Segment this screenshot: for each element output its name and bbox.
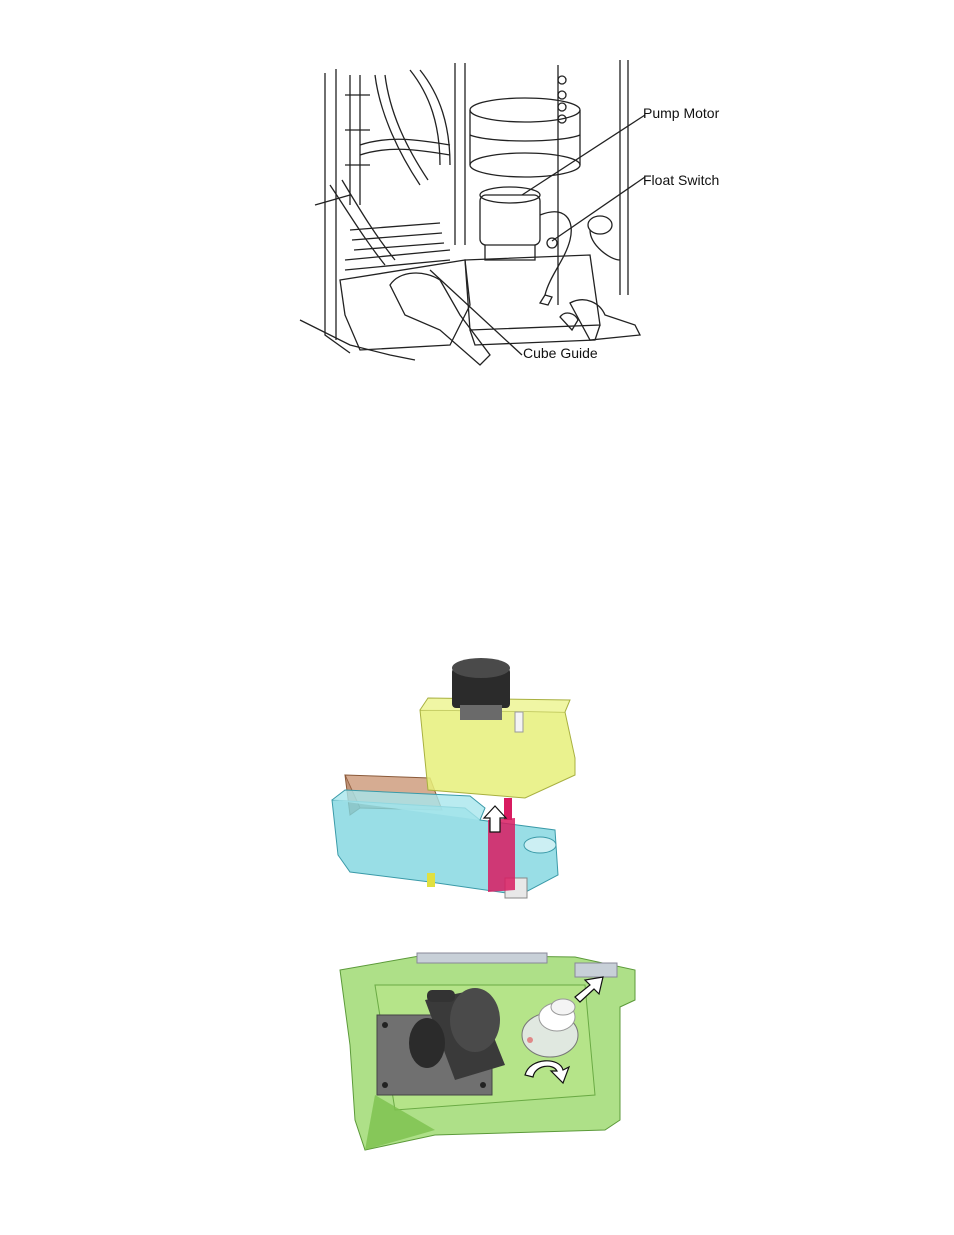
pump-motor-line-drawing: Pump Motor Float Switch Cube Guide (290, 55, 750, 370)
pump-assembly-exploded-view (320, 650, 590, 915)
cube-guide-label: Cube Guide (523, 345, 598, 361)
line-drawing-svg (290, 55, 750, 370)
pump-motor-label: Pump Motor (643, 105, 719, 121)
exploded-view-svg (320, 650, 590, 915)
water-tank (332, 790, 558, 898)
housing-top-view (335, 945, 640, 1155)
top-view-svg (335, 945, 640, 1155)
float-switch-label: Float Switch (643, 172, 719, 188)
